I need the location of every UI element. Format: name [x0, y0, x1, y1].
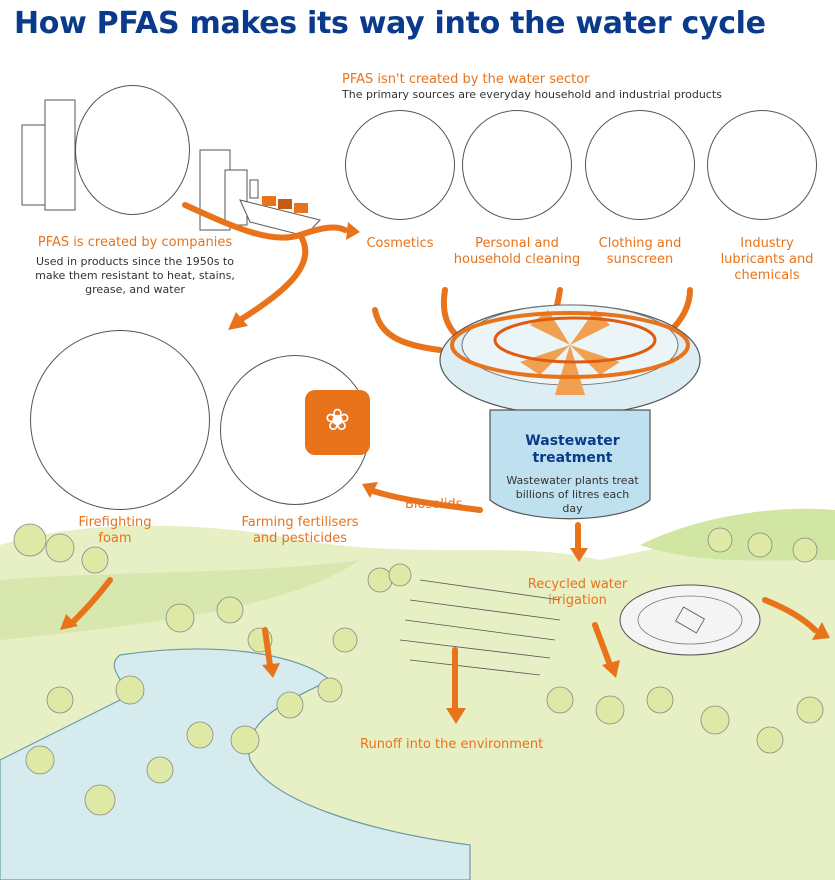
source-label-cosmetics: Cosmetics [366, 236, 434, 251]
use-label-firefighting: Firefighting foam [78, 515, 152, 546]
biosolids-label: Biosolids [405, 497, 463, 512]
firefighter-illustration [30, 330, 210, 510]
sources-subheading: The primary sources are everyday househo… [342, 88, 722, 101]
source-label-industry: Industry lubricants and chemicals [720, 236, 814, 283]
runoff-label: Runoff into the environment [360, 737, 544, 752]
source-label-clothing: Clothing and sunscreen [598, 236, 682, 267]
cleaning-illustration [462, 110, 572, 220]
treatment-body: Wastewater plants treat billions of litr… [506, 474, 639, 515]
companies-heading: PFAS is created by companies [37, 235, 233, 250]
source-label-cleaning: Personal and household cleaning [453, 236, 581, 267]
cosmetics-illustration [345, 110, 455, 220]
use-label-farming: Farming fertilisers and pesticides [241, 515, 359, 546]
recycled-label: Recycled water irrigation [527, 577, 628, 608]
sources-heading: PFAS isn't created by the water sector [342, 72, 590, 87]
plant-icon: ❀ [305, 390, 370, 455]
clothing-illustration [585, 110, 695, 220]
industry-illustration [707, 110, 817, 220]
scientist-illustration [75, 85, 190, 215]
companies-body: Used in products since the 1950s to make… [35, 255, 235, 296]
page-title: How PFAS makes its way into the water cy… [14, 6, 766, 41]
ship-illustration [239, 179, 321, 237]
treatment-heading: Wastewater treatment [525, 433, 620, 466]
